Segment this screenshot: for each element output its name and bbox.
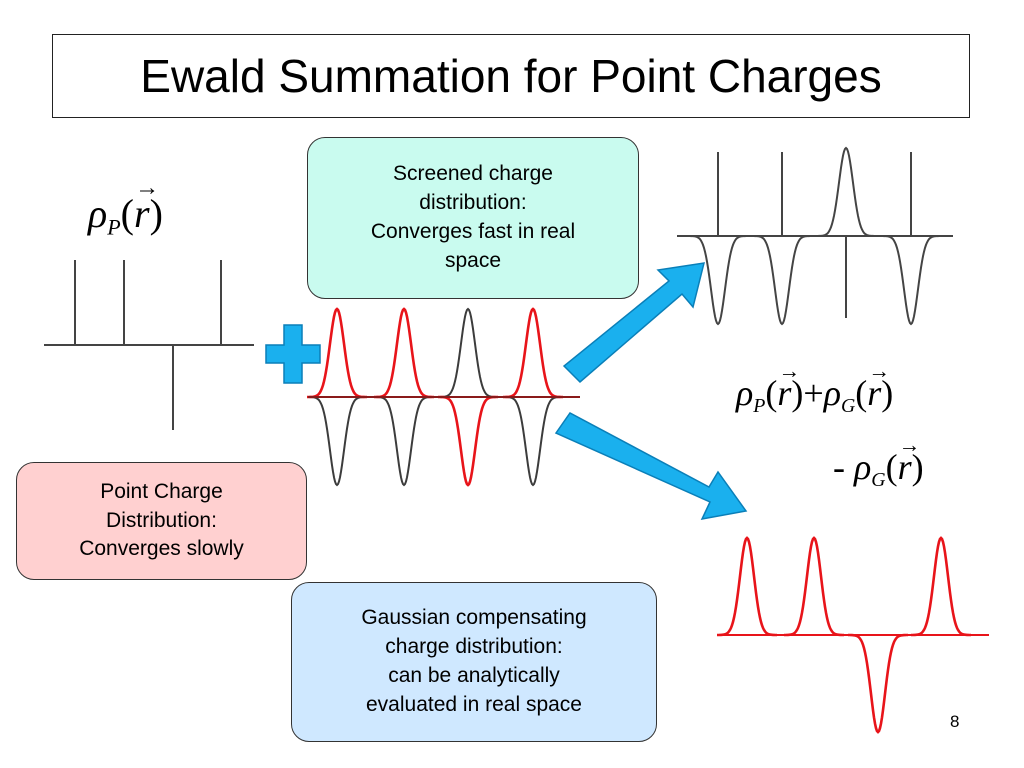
gaussian-peak — [438, 395, 498, 487]
point-spikes — [74, 260, 222, 430]
gaussian-result-curves — [717, 536, 971, 734]
gaussian-peak — [307, 307, 367, 399]
rho-subscript: P — [107, 214, 121, 240]
close-paren: ) — [149, 191, 163, 236]
point-charge-plot — [44, 260, 254, 430]
gaussian-peak — [503, 307, 563, 399]
vector-r: r — [867, 359, 890, 414]
sum-equation: ρP(r)+ρG(r) — [736, 359, 893, 418]
arrow-to-gaussian-icon — [554, 412, 748, 520]
screened-charge-callout: Screened charge distribution: Converges … — [307, 137, 639, 299]
rho-g-subscript: G — [871, 468, 886, 491]
callout-line: space — [444, 248, 502, 272]
page-number: 8 — [950, 712, 960, 731]
screened-peak — [438, 307, 498, 398]
rho-symbol: ρ — [88, 191, 108, 236]
callout-line: can be analytically — [388, 664, 560, 687]
callout-line: Screened charge — [393, 162, 553, 186]
open-paren: ( — [120, 191, 134, 236]
minus-equation: - ρG(r) — [833, 433, 924, 492]
combined-plot — [307, 307, 580, 487]
callout-line: Gaussian compensating — [361, 606, 587, 630]
gaussian-result-peak — [848, 633, 908, 734]
gaussian-result-peak — [784, 536, 844, 637]
minus-sign: - — [833, 447, 845, 487]
point-charge-callout: Point Charge Distribution: Converges slo… — [16, 462, 307, 580]
screened-result-plot — [677, 146, 953, 326]
vector-r: r — [134, 175, 159, 237]
rho-p-equation: ρP(r) — [88, 175, 163, 241]
screened-peak — [374, 396, 434, 487]
gaussian-result-peak — [911, 536, 971, 637]
screened-well — [879, 235, 943, 326]
screened-peak — [307, 396, 367, 487]
rho-p-symbol: ρ — [736, 373, 754, 413]
screened-peak — [503, 396, 563, 487]
gaussian-peak — [374, 307, 434, 399]
gaussian-charge-callout: Gaussian compensating charge distributio… — [291, 582, 657, 742]
vector-r: r — [777, 359, 800, 414]
rho-p-subscript: P — [753, 394, 766, 417]
gaussian-result-plot — [717, 536, 989, 734]
callout-line: Converges fast in real — [370, 220, 576, 243]
rho-g-symbol: ρ — [854, 447, 872, 487]
callout-line: Distribution: — [106, 508, 217, 532]
title-box: Ewald Summation for Point Charges — [52, 34, 970, 118]
screened-curves — [307, 307, 563, 487]
arrow-to-screened-icon — [562, 262, 706, 384]
callout-line: Converges slowly — [79, 537, 244, 561]
callout-line: Point Charge — [100, 479, 223, 503]
plus-sign: + — [803, 373, 824, 413]
rho-g-symbol: ρ — [823, 373, 841, 413]
callout-line: charge distribution: — [385, 635, 563, 659]
callout-line: distribution: — [419, 191, 527, 215]
callout-line: evaluated in real space — [366, 692, 582, 716]
slide-title: Ewald Summation for Point Charges — [140, 50, 882, 102]
gaussian-result-peak — [717, 536, 777, 637]
gaussian-curves — [307, 307, 563, 487]
plus-icon — [265, 324, 321, 384]
rho-g-subscript: G — [840, 394, 856, 417]
vector-r: r — [898, 433, 921, 488]
screened-well — [814, 146, 878, 237]
screened-well — [750, 235, 814, 326]
